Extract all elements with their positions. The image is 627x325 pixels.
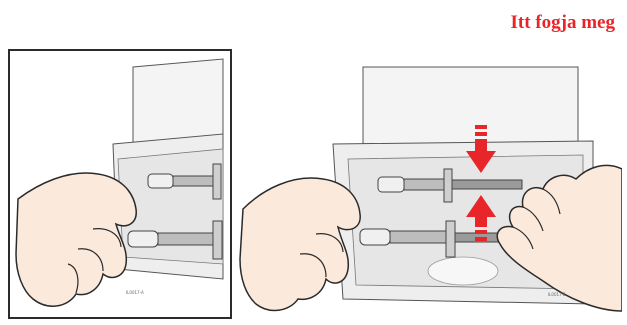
- caption: Itt fogja meg: [511, 12, 615, 34]
- left-illustration: IL0017-A: [8, 49, 232, 319]
- figure-id-left: IL0017-A: [126, 290, 144, 295]
- figure-id-right: IL0017-B: [548, 292, 566, 297]
- illustration-left-panel: IL0017-A: [8, 49, 232, 319]
- right-illustration: IL0017-B: [238, 49, 622, 319]
- illustration-right-panel: IL0017-B: [238, 49, 622, 319]
